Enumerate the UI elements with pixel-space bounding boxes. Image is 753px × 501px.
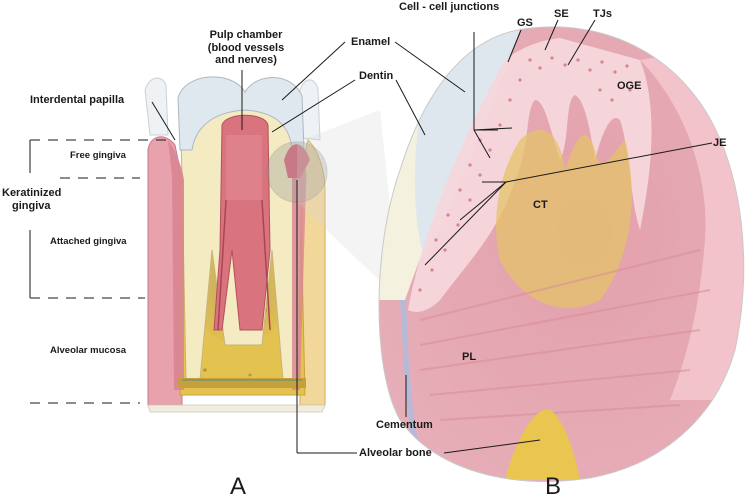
- panel-a-illustration: [29, 76, 400, 413]
- pulp-chamber-line-2: (blood vessels: [207, 41, 285, 54]
- panel-b-label: B: [545, 473, 562, 500]
- pulp-chamber-line-1: Pulp chamber: [209, 29, 283, 41]
- panel-b-illustration: [379, 26, 744, 482]
- gs-label: GS: [517, 17, 533, 29]
- pulp-chamber-label: Pulp chamber (blood vessels and nerves): [207, 29, 285, 67]
- pulp-chamber-line-3: and nerves): [215, 54, 277, 67]
- panel-b-outline: [378, 26, 745, 482]
- alveolar-bone-b: [505, 409, 580, 480]
- tjs-label: TJs: [593, 8, 612, 20]
- enamel-label: Enamel: [351, 36, 391, 48]
- fiber-bands: [419, 249, 711, 421]
- alveolar-bone-label: Alveolar bone: [359, 447, 432, 459]
- neighbor-tooth-left: [144, 77, 169, 136]
- keratinized-line-2: gingiva: [12, 199, 51, 212]
- keratinized-gingiva-label: Keratinized gingiva: [2, 187, 61, 212]
- attached-gingiva-label: Attached gingiva: [50, 236, 127, 247]
- ct-label: CT: [533, 199, 548, 211]
- pl-label: PL: [462, 351, 477, 363]
- oge-label: OGE: [617, 80, 642, 92]
- dentin-label: Dentin: [359, 70, 394, 82]
- papilla-right: [284, 144, 310, 178]
- alveolar-mucosa-label: Alveolar mucosa: [50, 345, 127, 356]
- epithelium-cells: [418, 56, 632, 292]
- cementum-label: Cementum: [376, 419, 433, 431]
- leader-lines: [151, 19, 713, 454]
- je-label: JE: [713, 137, 727, 149]
- gingiva-cervical-left: [168, 140, 184, 390]
- keratinized-line-1: Keratinized: [2, 187, 62, 199]
- free-gingiva-label: Free gingiva: [70, 150, 126, 161]
- cell-cell-junctions-label: Cell - cell junctions: [399, 1, 500, 13]
- neighbor-tooth-right: [299, 79, 321, 141]
- interdental-papilla-label: Interdental papilla: [30, 94, 125, 106]
- panel-a-label: A: [230, 473, 247, 500]
- epithelium-band: [408, 38, 652, 312]
- projection-cone: [297, 110, 400, 300]
- dashed-guides: [30, 139, 170, 404]
- se-label: SE: [554, 8, 569, 20]
- gingiva-cervical-right: [292, 153, 307, 390]
- cementum-strip: [400, 300, 418, 440]
- connective-tissue: [496, 130, 632, 308]
- block-base: [147, 404, 326, 413]
